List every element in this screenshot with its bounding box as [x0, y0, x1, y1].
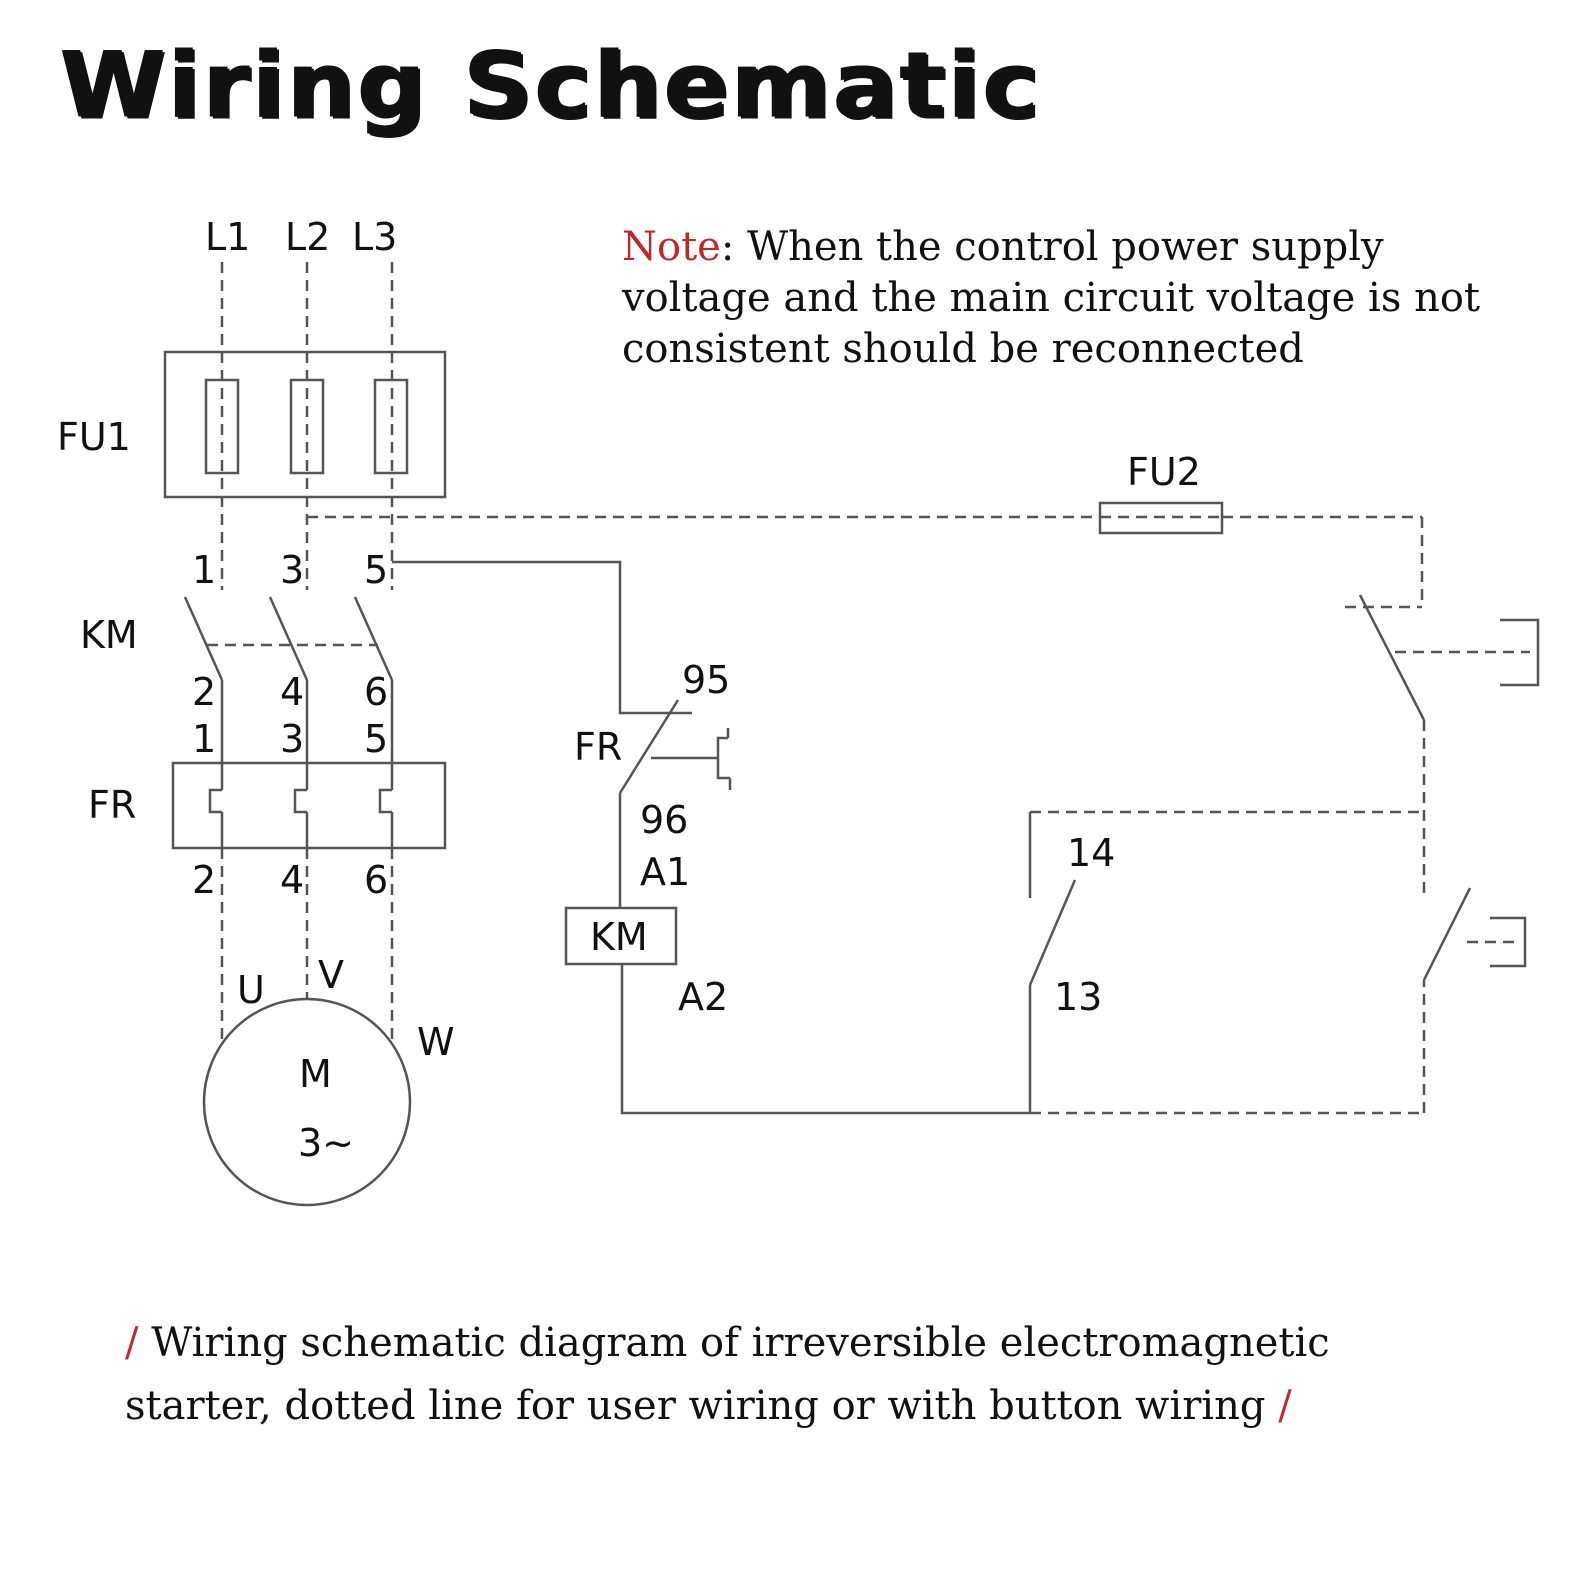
terminal-1-top: 1	[192, 548, 216, 592]
stop-button	[1345, 594, 1540, 895]
thermal-relay-fr	[171, 761, 447, 850]
motor-label: M	[299, 1052, 332, 1096]
label-l3: L3	[352, 215, 397, 259]
fuse-fu2	[1098, 501, 1224, 535]
note-body: When the control power supply voltage an…	[622, 224, 1480, 372]
terminal-1-fr: 1	[192, 717, 216, 761]
caption-slash-right: /	[1278, 1383, 1292, 1429]
note-text: Note: When the control power supply volt…	[622, 222, 1502, 375]
fuse-block-fu1	[163, 350, 447, 499]
km-coil-label: KM	[590, 915, 648, 959]
motor-leads	[220, 848, 394, 1043]
label-14: 14	[1067, 831, 1115, 875]
label-96: 96	[640, 798, 688, 842]
caption-body: Wiring schematic diagram of irreversible…	[125, 1320, 1330, 1429]
label-fr: FR	[88, 783, 136, 827]
terminal-4-bottom: 4	[280, 858, 304, 902]
km-aux-contact	[1028, 810, 1424, 1113]
motor-phase-label: 3~	[298, 1121, 354, 1165]
control-return-line	[620, 964, 1426, 1115]
label-a2: A2	[678, 975, 728, 1019]
label-fu2: FU2	[1127, 450, 1201, 494]
terminal-3-top: 3	[280, 548, 304, 592]
control-supply-line	[307, 515, 1424, 605]
caption-text: / Wiring schematic diagram of irreversib…	[125, 1312, 1365, 1438]
label-w: W	[417, 1020, 455, 1064]
control-wire-l3	[392, 560, 692, 715]
terminal-3-fr: 3	[280, 717, 304, 761]
label-95: 95	[682, 658, 730, 702]
terminal-5-fr: 5	[364, 717, 388, 761]
terminal-2-km: 2	[192, 670, 216, 714]
label-a1: A1	[640, 850, 690, 894]
terminal-5-top: 5	[364, 548, 388, 592]
label-13: 13	[1054, 975, 1102, 1019]
start-button	[1422, 887, 1527, 981]
label-l2: L2	[285, 215, 330, 259]
label-fr-ctrl: FR	[574, 725, 622, 769]
terminal-4-km: 4	[280, 670, 304, 714]
label-u: U	[237, 968, 265, 1012]
page-title: Wiring Schematic	[60, 32, 1042, 139]
label-fu1: FU1	[57, 415, 131, 459]
phase-lines	[220, 262, 394, 590]
label-km: KM	[80, 613, 138, 657]
km-main-contacts	[183, 596, 394, 763]
label-v: V	[318, 953, 344, 997]
caption-slash-left: /	[125, 1320, 139, 1366]
note-label: Note	[622, 224, 721, 270]
note-separator: :	[720, 224, 735, 270]
terminal-6-km: 6	[364, 670, 388, 714]
terminal-2-bottom: 2	[192, 858, 216, 902]
motor-symbol	[202, 997, 412, 1207]
terminal-6-bottom: 6	[364, 858, 388, 902]
fr-nc-contact	[618, 699, 732, 908]
label-l1: L1	[205, 215, 250, 259]
